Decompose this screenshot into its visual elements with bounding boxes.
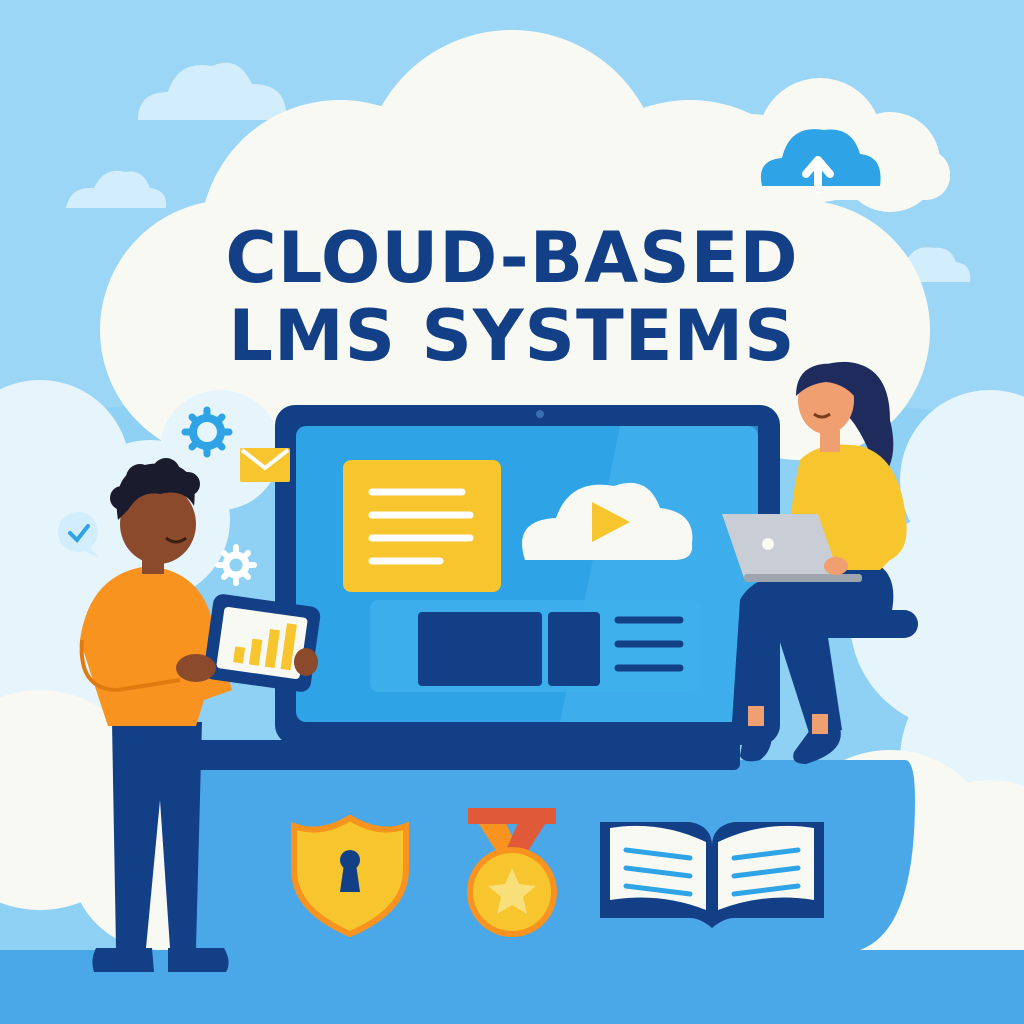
- medal-icon: [467, 808, 557, 937]
- woman-figure: [722, 361, 907, 764]
- cloud-upload-icon: [760, 129, 881, 194]
- play-icon: [592, 502, 630, 542]
- panel-lines: [614, 616, 684, 672]
- tablet: [203, 594, 321, 692]
- check-bubble-icon: [58, 512, 100, 558]
- man-figure: [79, 458, 321, 972]
- small-thumbnail: [548, 612, 600, 686]
- mail-icon: [240, 448, 290, 482]
- gear-icon: [181, 406, 233, 458]
- video-cloud: [522, 482, 693, 560]
- ground: [0, 950, 1024, 1024]
- title-line-1: CLOUD-BASED: [225, 217, 799, 299]
- document-lines: [368, 488, 474, 565]
- small-laptop: [722, 514, 862, 582]
- upload-cloud: [700, 78, 950, 212]
- document-card: [343, 460, 501, 592]
- bar-chart-icon: [233, 623, 297, 671]
- open-book-icon: [600, 822, 824, 928]
- title-line-2: LMS SYSTEMS: [228, 295, 796, 377]
- video-thumbnail: [418, 612, 542, 686]
- shield-lock-icon: [291, 814, 409, 938]
- large-laptop: [180, 405, 780, 770]
- gear-icon-small: [215, 544, 257, 586]
